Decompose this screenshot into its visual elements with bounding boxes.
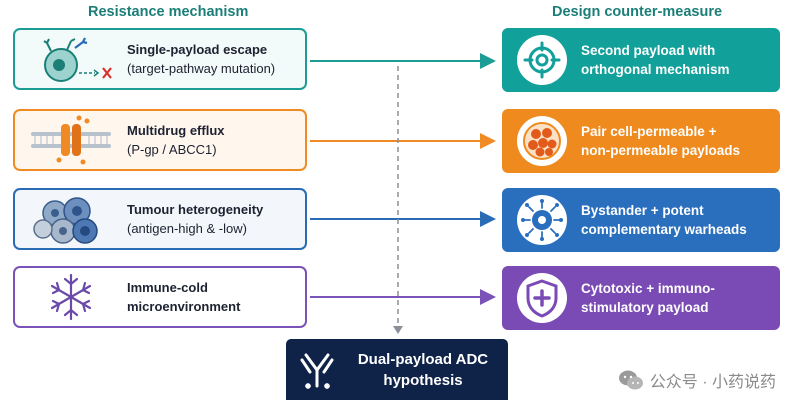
- hypothesis-box: Dual-payload ADC hypothesis: [286, 339, 508, 400]
- mechanism-4-subtitle: microenvironment: [127, 299, 241, 314]
- mechanism-3-title: Tumour heterogeneity: [127, 202, 264, 217]
- mechanism-1-title: Single-payload escape: [127, 42, 268, 57]
- countermeasure-4-line2: stimulatory payload: [581, 300, 709, 315]
- mechanism-1-subtitle: (target-pathway mutation): [127, 61, 276, 76]
- hypothesis-line2: hypothesis: [383, 371, 463, 389]
- mechanism-3-subtitle: (antigen-high & -low): [127, 221, 247, 236]
- watermark-text: 公众号 · 小药说药: [649, 374, 776, 391]
- countermeasure-4-line1: Cytotoxic + immuno-: [581, 281, 715, 296]
- countermeasure-2-line2: non-permeable payloads: [581, 143, 741, 158]
- mechanism-4-title: Immune-cold: [127, 280, 208, 295]
- left-column-heading: Resistance mechanism: [88, 4, 249, 20]
- mechanism-box-3: Tumour heterogeneity (antigen-high & -lo…: [13, 188, 307, 250]
- shield-plus-icon: [517, 273, 567, 323]
- countermeasure-box-2: Pair cell-permeable + non-permeable payl…: [502, 109, 780, 173]
- countermeasure-box-4: Cytotoxic + immuno- stimulatory payload: [502, 266, 780, 330]
- antibody-icon: [286, 346, 348, 394]
- countermeasure-1-line2: orthogonal mechanism: [581, 62, 730, 77]
- mechanism-box-4: Immune-cold microenvironment: [13, 266, 307, 328]
- mechanism-box-2: Multidrug efflux (P-gp / ABCC1): [13, 109, 307, 171]
- snowflake-icon: [15, 268, 127, 326]
- mechanism-2-title: Multidrug efflux: [127, 123, 225, 138]
- countermeasure-3-line1: Bystander + potent: [581, 203, 704, 218]
- cell-receptor-icon: [15, 30, 127, 88]
- membrane-pump-icon: [15, 111, 127, 169]
- mechanism-2-subtitle: (P-gp / ABCC1): [127, 142, 217, 157]
- watermark: 公众号 · 小药说药: [618, 368, 776, 392]
- countermeasure-3-line2: complementary warheads: [581, 222, 747, 237]
- countermeasure-box-3: Bystander + potent complementary warhead…: [502, 188, 780, 252]
- hypothesis-line1: Dual-payload ADC: [357, 350, 489, 368]
- cell-cluster-icon: [15, 190, 127, 248]
- mechanism-box-1: Single-payload escape (target-pathway mu…: [13, 28, 307, 90]
- wechat-icon: [618, 370, 643, 390]
- cell-mass-icon: [517, 116, 567, 166]
- arrow-down-head: [393, 326, 403, 334]
- countermeasure-box-1: Second payload with orthogonal mechanism: [502, 28, 780, 92]
- bystander-cell-icon: [517, 195, 567, 245]
- countermeasure-2-line1: Pair cell-permeable +: [581, 124, 717, 139]
- right-column-heading: Design counter-measure: [552, 4, 723, 20]
- target-icon: [517, 35, 567, 85]
- countermeasure-1-line1: Second payload with: [581, 43, 716, 58]
